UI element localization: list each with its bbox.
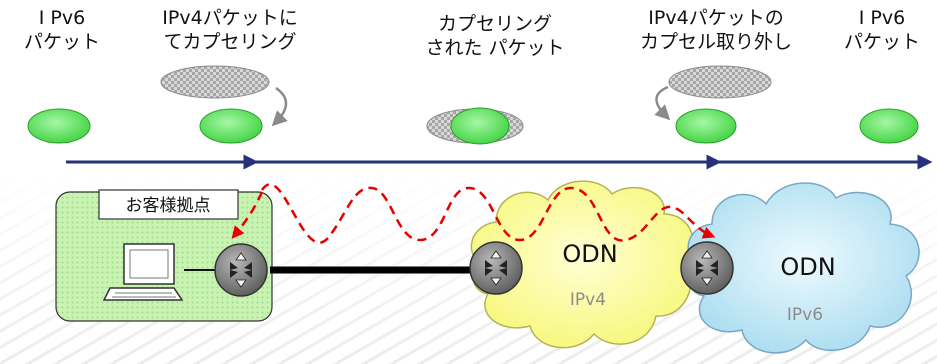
computer-icon <box>102 243 184 301</box>
odn-ipv6-cloud: ODN IPv6 <box>687 182 920 354</box>
router-icon <box>214 243 268 297</box>
label-line: IPv4パケットに <box>162 7 298 29</box>
ipv6-packet-label-left: I Pv6 パケット <box>4 6 120 54</box>
encapsulated-packet-label: カプセリング された パケット <box>400 12 590 60</box>
odn-ipv4-cloud: ODN IPv4 <box>470 180 694 349</box>
odn-ipv6-title: ODN <box>780 253 835 281</box>
label-line: I Pv6 <box>38 7 86 29</box>
encapsulation-label: IPv4パケットに てカプセリング <box>140 6 320 54</box>
encapsulated-packet-icon <box>426 107 524 145</box>
odn-ipv6-subtitle: IPv6 <box>787 305 823 325</box>
router-icon <box>469 241 523 295</box>
ipv6-packet-label-right: I Pv6 パケット <box>830 6 934 54</box>
label-line: パケット <box>23 31 100 53</box>
ipv6-packet-icon <box>859 108 919 144</box>
tunnel-path-entry <box>231 191 264 239</box>
ipv6-packet-icon <box>675 108 737 144</box>
label-line: パケット <box>843 31 920 53</box>
label-line: カプセル取り外し <box>639 31 792 53</box>
tunnel-path <box>260 183 716 244</box>
label-line: された パケット <box>425 37 565 59</box>
ipv4-header-icon <box>160 65 270 99</box>
ipv6-packet-icon <box>27 108 91 144</box>
ipv6-packet-icon <box>199 108 263 144</box>
customer-site-title-box <box>98 189 239 220</box>
label-line: IPv4パケットの <box>648 7 784 29</box>
decapsulation-label: IPv4パケットの カプセル取り外し <box>616 6 816 54</box>
ipv4-header-icon <box>668 65 772 99</box>
customer-site-title: お客様拠点 <box>126 196 211 216</box>
label-line: カプセリング <box>437 13 552 35</box>
curved-arrow-icon <box>271 86 288 127</box>
odn-ipv4-subtitle: IPv4 <box>570 290 606 310</box>
label-line: I Pv6 <box>858 7 906 29</box>
curved-arrow-icon <box>654 85 671 121</box>
router-icon <box>680 241 734 295</box>
label-line: てカプセリング <box>163 31 297 53</box>
odn-ipv4-title: ODN <box>562 240 617 268</box>
